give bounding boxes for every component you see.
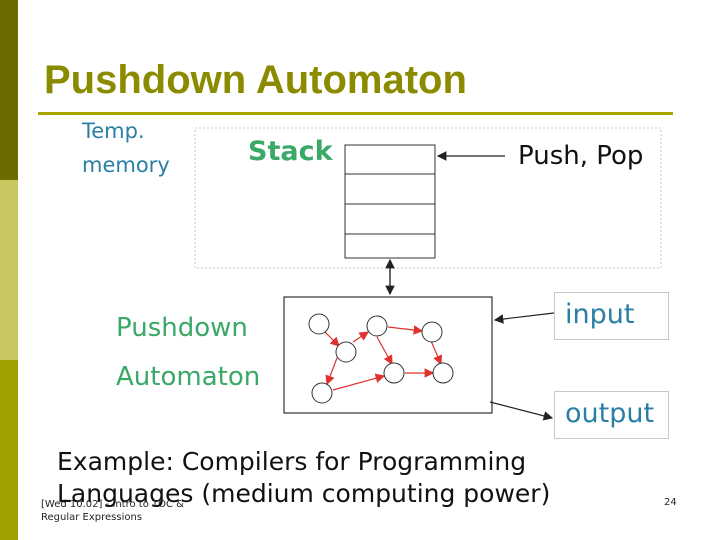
page-number: 24	[664, 497, 677, 508]
side-bar-bottom	[0, 360, 18, 540]
stack-box	[344, 144, 436, 259]
graph-edge	[352, 331, 369, 343]
graph-state	[311, 382, 333, 404]
automaton-label-line2: Automaton	[116, 362, 261, 392]
graph-state	[335, 341, 357, 363]
example-line2: Languages (medium computing power)	[57, 479, 551, 508]
graph-edge	[387, 325, 424, 335]
graph-edge	[325, 357, 338, 386]
graph-edge	[376, 336, 393, 366]
graph-state	[432, 362, 454, 384]
graph-state	[366, 315, 388, 337]
output-arrow	[489, 401, 554, 421]
graph-state	[308, 313, 330, 335]
temp-memory-box	[194, 127, 662, 269]
graph-edge	[324, 331, 340, 347]
footer-line2: Regular Expressions	[41, 512, 143, 523]
side-bar-top	[0, 0, 18, 180]
stack-structure	[344, 144, 436, 259]
graph-state	[383, 362, 405, 384]
memory-label-line2: memory	[82, 153, 170, 177]
graph-state	[421, 321, 443, 343]
memory-label-line1: Temp.	[82, 119, 145, 143]
example-line1: Example: Compilers for Programming	[57, 447, 527, 476]
output-box: output	[554, 391, 669, 439]
side-bar-middle	[0, 180, 18, 360]
output-label: output	[565, 398, 655, 429]
title-underline	[38, 112, 673, 115]
input-arrow	[493, 312, 555, 324]
automaton-label-line1: Pushdown	[116, 313, 248, 343]
state-graph	[308, 313, 454, 404]
footer-line1: [Wed 10.02] - Intro to TOC &	[41, 499, 184, 510]
push-pop-label: Push, Pop	[518, 141, 644, 171]
slide-footer: [Wed 10.02] - Intro to TOC & Regular Exp…	[41, 498, 184, 524]
input-box: input	[554, 292, 669, 340]
stack-label: Stack	[248, 136, 333, 167]
slide-title: Pushdown Automaton	[44, 58, 467, 102]
graph-edge	[332, 373, 386, 391]
graph-edge	[430, 340, 443, 366]
input-label: input	[565, 299, 635, 330]
